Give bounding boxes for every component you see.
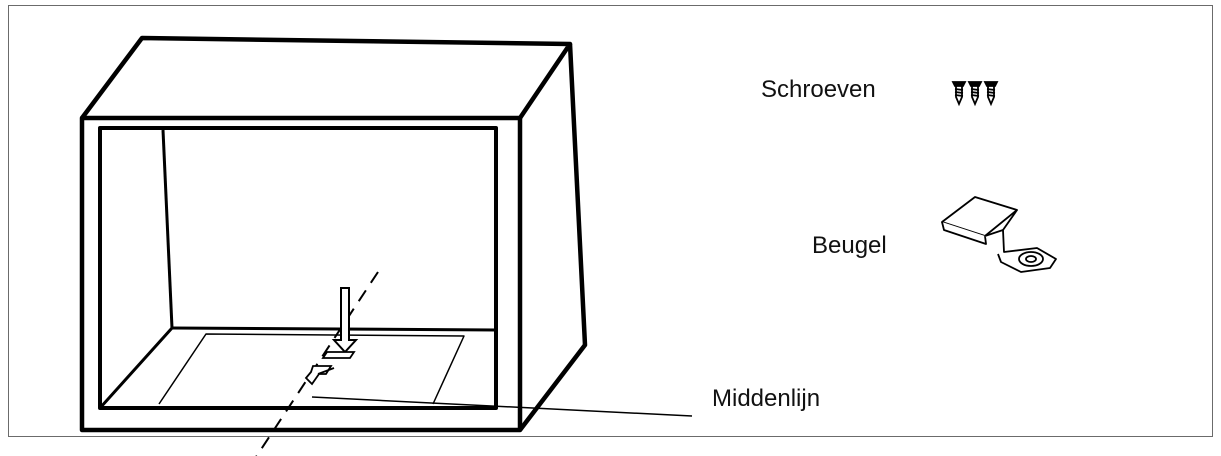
floor-marker (304, 351, 356, 386)
cabinet (79, 35, 588, 433)
diagram-frame (8, 5, 1213, 437)
bracket-icon (941, 196, 1057, 273)
screws-label: Schroeven (761, 76, 876, 103)
centerline-leader (311, 396, 693, 417)
centerline-label: Middenlijn (712, 385, 821, 412)
bracket-label: Beugel (812, 232, 887, 259)
screws-icon (951, 81, 999, 107)
arrow-down-icon (331, 287, 359, 354)
